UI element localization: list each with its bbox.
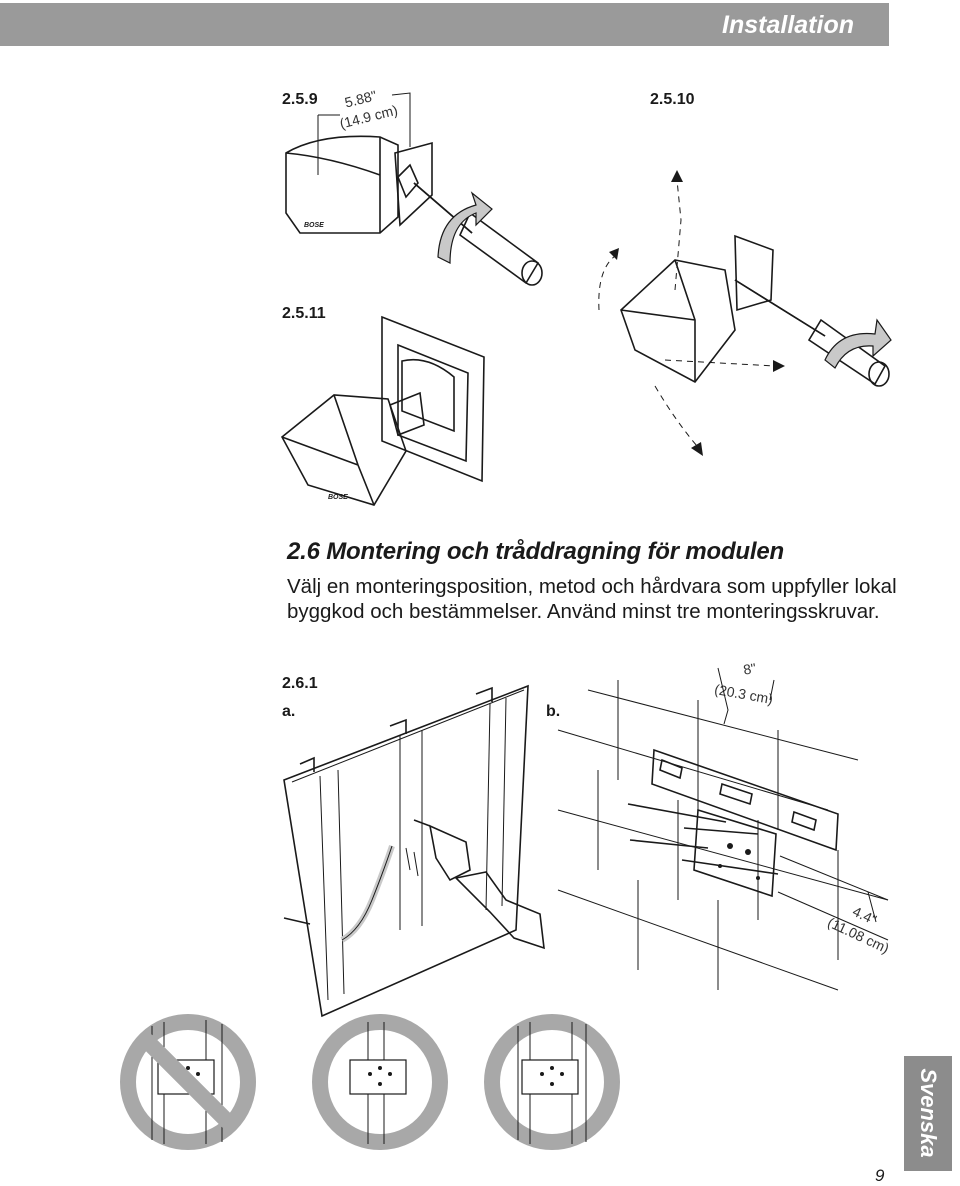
allowed-bracket-diagram-1 <box>312 1014 448 1150</box>
svg-text:BOSE: BOSE <box>304 222 324 229</box>
illustration-mounting-bracket-wall <box>557 667 889 991</box>
step-label-2-5-9: 2.5.9 <box>282 91 318 108</box>
svg-text:BOSE: BOSE <box>328 494 348 501</box>
header-bar <box>0 3 889 46</box>
step-label-2-6-1: 2.6.1 <box>282 675 318 692</box>
illustration-mounted-speaker: BOSE <box>280 315 485 506</box>
step-label-a: a. <box>282 703 296 720</box>
illustration-tighten-screw: BOSE <box>285 92 543 286</box>
body-line-1: Välj en monteringsposition, metod och hå… <box>287 575 897 598</box>
allowed-bracket-diagram-2 <box>484 1014 620 1150</box>
body-line-2: byggkod och bestämmelser. Använd minst t… <box>287 600 880 623</box>
language-tab <box>904 1056 952 1171</box>
section-title: 2.6 Montering och tråddragning för modul… <box>287 538 784 565</box>
illustration-drilling-wall <box>283 684 545 1018</box>
illustration-adjust-angle <box>598 170 892 456</box>
step-label-2-5-10: 2.5.10 <box>650 91 695 108</box>
prohibited-bracket-diagram <box>120 1014 256 1150</box>
section-body: Välj en monteringsposition, metod och hå… <box>287 574 927 624</box>
page-number: 9 <box>875 1166 885 1185</box>
step-label-2-5-11: 2.5.11 <box>282 305 326 322</box>
language-tab-label: Svenska <box>916 1068 941 1158</box>
page-header-title: Installation <box>722 11 854 39</box>
step-label-b: b. <box>546 703 561 720</box>
